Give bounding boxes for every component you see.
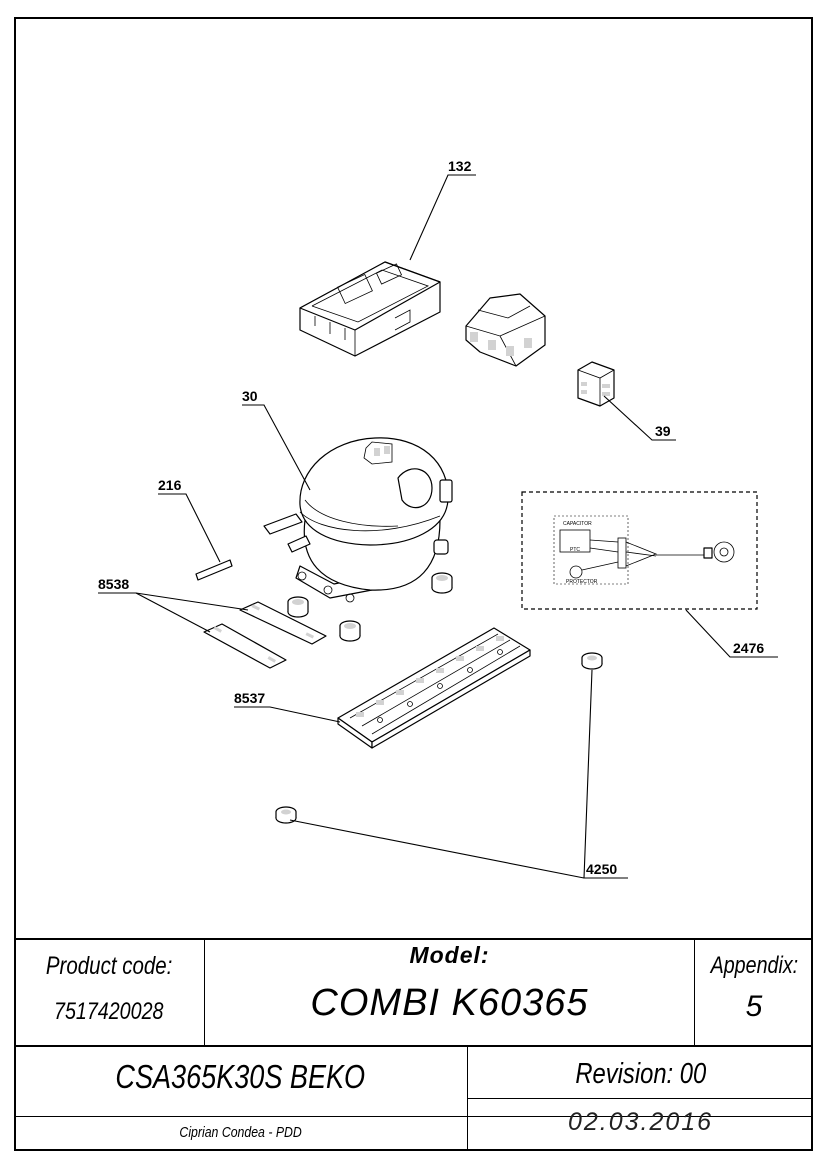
product-code-value: 7517420028 <box>54 998 164 1025</box>
rubber-grommets <box>287 572 453 642</box>
compressor-cell: CSA365K30S BEKO <box>14 1058 467 1102</box>
capacitor-label: CAPACITOR <box>563 521 592 527</box>
appendix-label: Appendix: <box>710 952 798 979</box>
appendix-label-cell: Appendix: <box>695 952 813 988</box>
part-mounting-rail <box>337 627 531 749</box>
callout-labels: 132 39 30 216 8538 2476 8537 4250 <box>98 158 764 877</box>
product-code-value-cell: 7517420028 <box>14 998 204 1038</box>
author: Ciprian Condea - PDD <box>179 1124 302 1141</box>
callout-132: 132 <box>448 158 472 174</box>
model-value: COMBI K60365 <box>310 982 589 1024</box>
revision: Revision: 00 <box>575 1058 706 1090</box>
part-bumper-pads <box>203 601 327 669</box>
model-label-cell: Model: <box>205 942 694 972</box>
part-compressor <box>263 437 453 603</box>
appendix-value: 5 <box>745 990 763 1023</box>
product-code-label-cell: Product code: <box>14 952 204 992</box>
date: 02.03.2016 <box>567 1108 714 1136</box>
compressor-model: CSA365K30S BEKO <box>115 1058 366 1095</box>
model-value-cell: COMBI K60365 <box>205 982 694 1032</box>
part-terminal-cover <box>299 261 441 357</box>
callout-39: 39 <box>655 423 671 439</box>
part-overload-protector <box>577 361 615 407</box>
callout-30: 30 <box>242 388 258 404</box>
part-wiring-harness: CAPACITOR PTC PROTECTOR <box>521 491 758 610</box>
part-process-pin <box>195 559 233 581</box>
exploded-parts-diagram: CAPACITOR PTC PROTECTOR 132 39 30 216 85… <box>98 158 778 879</box>
callout-8538: 8538 <box>98 576 129 592</box>
appendix-value-cell: 5 <box>695 990 813 1030</box>
callout-2476: 2476 <box>733 640 764 656</box>
revision-cell: Revision: 00 <box>468 1058 813 1096</box>
leader-lines <box>98 174 778 879</box>
product-code-label: Product code: <box>45 952 173 980</box>
date-cell: 02.03.2016 <box>468 1108 813 1148</box>
ptc-label: PTC <box>570 547 580 553</box>
drawing-frame <box>14 17 813 1151</box>
model-label: Model: <box>409 942 490 968</box>
callout-4250: 4250 <box>586 861 617 877</box>
callout-8537: 8537 <box>234 690 265 706</box>
author-cell: Ciprian Condea - PDD <box>14 1124 467 1148</box>
callout-216: 216 <box>158 477 182 493</box>
part-starter-relay <box>465 293 546 367</box>
protector-label: PROTECTOR <box>566 579 598 585</box>
title-block: Product code: 7517420028 Model: COMBI K6… <box>14 938 813 1151</box>
